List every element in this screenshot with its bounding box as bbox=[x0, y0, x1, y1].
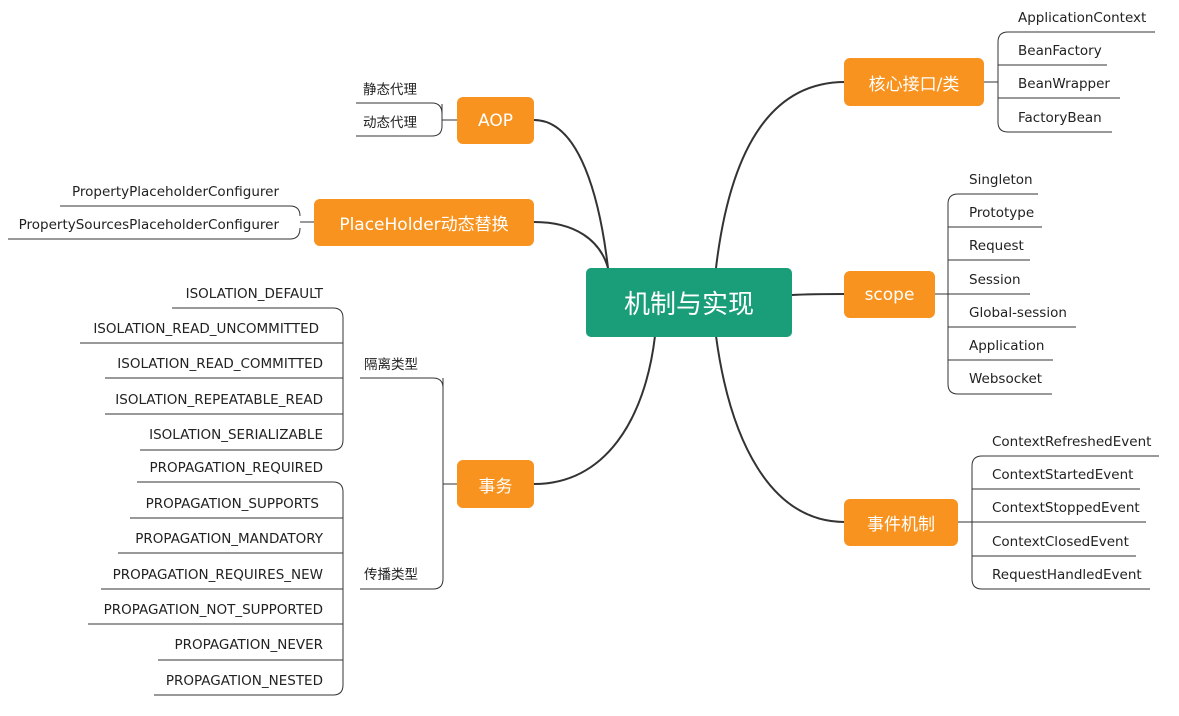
leaf-isolation[interactable]: ISOLATION_DEFAULT bbox=[185, 286, 323, 302]
group-isolation-type[interactable]: 隔离类型 bbox=[364, 357, 418, 373]
leaf-application-context[interactable]: ApplicationContext bbox=[1018, 10, 1147, 26]
connector-scope bbox=[791, 293, 846, 296]
connector-transaction bbox=[533, 335, 656, 485]
leaf-scope-global-session[interactable]: Global-session bbox=[969, 305, 1067, 321]
leaf-isolation[interactable]: ISOLATION_SERIALIZABLE bbox=[149, 427, 323, 443]
leaf-propagation[interactable]: PROPAGATION_REQUIRES_NEW bbox=[112, 567, 323, 583]
leaf-context-closed-event[interactable]: ContextClosedEvent bbox=[992, 534, 1129, 550]
branch-core-interfaces[interactable]: 核心接口/类 bbox=[844, 58, 984, 106]
branch-transaction[interactable]: 事务 bbox=[457, 460, 534, 508]
leaf-scope-application[interactable]: Application bbox=[969, 338, 1045, 354]
leaf-propagation[interactable]: PROPAGATION_REQUIRED bbox=[149, 460, 323, 476]
leaf-propagation[interactable]: PROPAGATION_NOT_SUPPORTED bbox=[103, 602, 323, 618]
connector-aop bbox=[533, 119, 609, 269]
leaf-property-sources-placeholder-configurer[interactable]: PropertySourcesPlaceholderConfigurer bbox=[18, 217, 279, 233]
leaf-bean-factory[interactable]: BeanFactory bbox=[1018, 43, 1102, 59]
group-propagation-type[interactable]: 传播类型 bbox=[364, 567, 418, 583]
leaf-request-handled-event[interactable]: RequestHandledEvent bbox=[992, 567, 1142, 583]
leaf-isolation[interactable]: ISOLATION_REPEATABLE_READ bbox=[115, 392, 323, 408]
leaf-scope-singleton[interactable]: Singleton bbox=[969, 172, 1033, 188]
leaf-property-placeholder-configurer[interactable]: PropertyPlaceholderConfigurer bbox=[72, 184, 279, 200]
leaf-propagation[interactable]: PROPAGATION_NESTED bbox=[165, 673, 323, 689]
leaf-propagation[interactable]: PROPAGATION_MANDATORY bbox=[135, 531, 323, 547]
central-topic[interactable]: 机制与实现 bbox=[586, 268, 792, 337]
leaf-propagation[interactable]: PROPAGATION_SUPPORTS bbox=[145, 496, 319, 512]
leaf-isolation[interactable]: ISOLATION_READ_UNCOMMITTED bbox=[93, 321, 319, 337]
branch-placeholder[interactable]: PlaceHolder动态替换 bbox=[314, 199, 534, 246]
leaf-scope-prototype[interactable]: Prototype bbox=[969, 205, 1035, 221]
leaf-scope-websocket[interactable]: Websocket bbox=[969, 371, 1043, 387]
branch-scope[interactable]: scope bbox=[844, 271, 935, 318]
leaf-propagation[interactable]: PROPAGATION_NEVER bbox=[174, 637, 323, 653]
leaf-context-refreshed-event[interactable]: ContextRefreshedEvent bbox=[992, 434, 1152, 450]
connector-events bbox=[715, 335, 846, 523]
leaf-context-started-event[interactable]: ContextStartedEvent bbox=[992, 467, 1134, 483]
leaf-dynamic-proxy[interactable]: 动态代理 bbox=[363, 115, 417, 131]
leaf-scope-session[interactable]: Session bbox=[969, 272, 1021, 288]
leaf-factory-bean[interactable]: FactoryBean bbox=[1018, 110, 1102, 126]
leaf-context-stopped-event[interactable]: ContextStoppedEvent bbox=[992, 500, 1140, 516]
connector-core bbox=[715, 81, 846, 269]
leaf-static-proxy[interactable]: 静态代理 bbox=[363, 82, 417, 98]
leaf-scope-request[interactable]: Request bbox=[969, 238, 1024, 254]
leaf-bean-wrapper[interactable]: BeanWrapper bbox=[1018, 76, 1110, 92]
branch-aop[interactable]: AOP bbox=[457, 97, 534, 144]
connector-placeholder bbox=[533, 221, 609, 269]
branch-events[interactable]: 事件机制 bbox=[844, 499, 958, 546]
leaf-isolation[interactable]: ISOLATION_READ_COMMITTED bbox=[117, 356, 323, 372]
